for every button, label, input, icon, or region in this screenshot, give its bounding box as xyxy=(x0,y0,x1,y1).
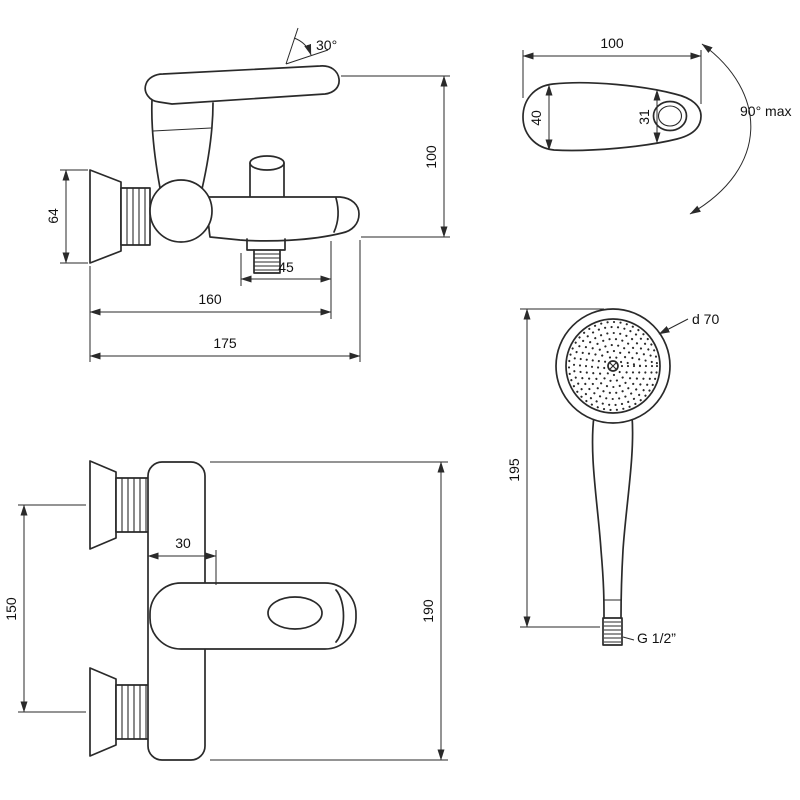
lever-handle xyxy=(144,65,340,105)
handle-top-view: 100 40 31 90° max xyxy=(522,35,792,215)
dim-thread-size: G 1/2” xyxy=(637,630,676,646)
hand-shower-view: d 70 195 G 1/2” xyxy=(506,308,719,646)
angle-rays xyxy=(285,27,329,65)
spout-tip-line xyxy=(335,589,345,643)
handle-end xyxy=(267,596,323,630)
dim-inlet-spacing: 150 xyxy=(3,597,19,621)
side-view: 30° 64 100 45 160 175 xyxy=(45,27,450,362)
front-view: 30 150 190 xyxy=(3,460,448,761)
bottom-thread-outlet xyxy=(246,238,286,274)
angle-arc xyxy=(293,37,312,56)
dim-flange-height: 64 xyxy=(45,208,61,224)
rotation-arc xyxy=(689,43,752,215)
front-view-dimensions: 30 150 190 xyxy=(3,461,448,761)
dim-total-length: 175 xyxy=(213,335,237,351)
spray-face-ring xyxy=(565,318,661,414)
mixer-body-circle xyxy=(149,179,213,243)
side-view-dimensions: 30° 64 100 45 160 175 xyxy=(45,27,450,362)
mixer-body xyxy=(149,582,357,650)
dim-spout-offset: 45 xyxy=(278,259,294,275)
dim-handle-length: 100 xyxy=(600,35,624,51)
escutcheon-top xyxy=(89,460,150,550)
dim-shower-length: 195 xyxy=(506,458,522,482)
body-neck xyxy=(150,99,214,190)
center-screw xyxy=(607,360,619,372)
handle-top-dimensions: 100 40 31 90° max xyxy=(522,35,792,215)
dim-height: 100 xyxy=(423,145,439,169)
shower-handle xyxy=(591,415,634,619)
wall-flange xyxy=(89,169,122,264)
thread-end xyxy=(602,617,623,646)
dim-handle-left-width: 40 xyxy=(528,110,544,126)
aerator-line xyxy=(333,197,339,233)
escutcheon-bottom xyxy=(89,667,150,757)
spout xyxy=(205,196,360,242)
dim-handle-angle: 30° xyxy=(316,37,337,53)
hand-shower-dimensions: d 70 195 G 1/2” xyxy=(506,308,719,646)
dim-head-diameter: d 70 xyxy=(692,311,719,327)
dim-total-height: 190 xyxy=(420,599,436,623)
mount-nut xyxy=(120,187,151,246)
diverter-outlet xyxy=(249,155,285,198)
dim-body-offset: 30 xyxy=(175,535,191,551)
handle-outline xyxy=(522,81,702,152)
spray-nozzles xyxy=(567,320,659,412)
dim-wall-to-spout: 160 xyxy=(198,291,222,307)
dim-rotation-limit: 90° max xyxy=(740,103,792,119)
dim-handle-right-width: 31 xyxy=(636,109,652,125)
diameter-leader xyxy=(658,318,689,335)
